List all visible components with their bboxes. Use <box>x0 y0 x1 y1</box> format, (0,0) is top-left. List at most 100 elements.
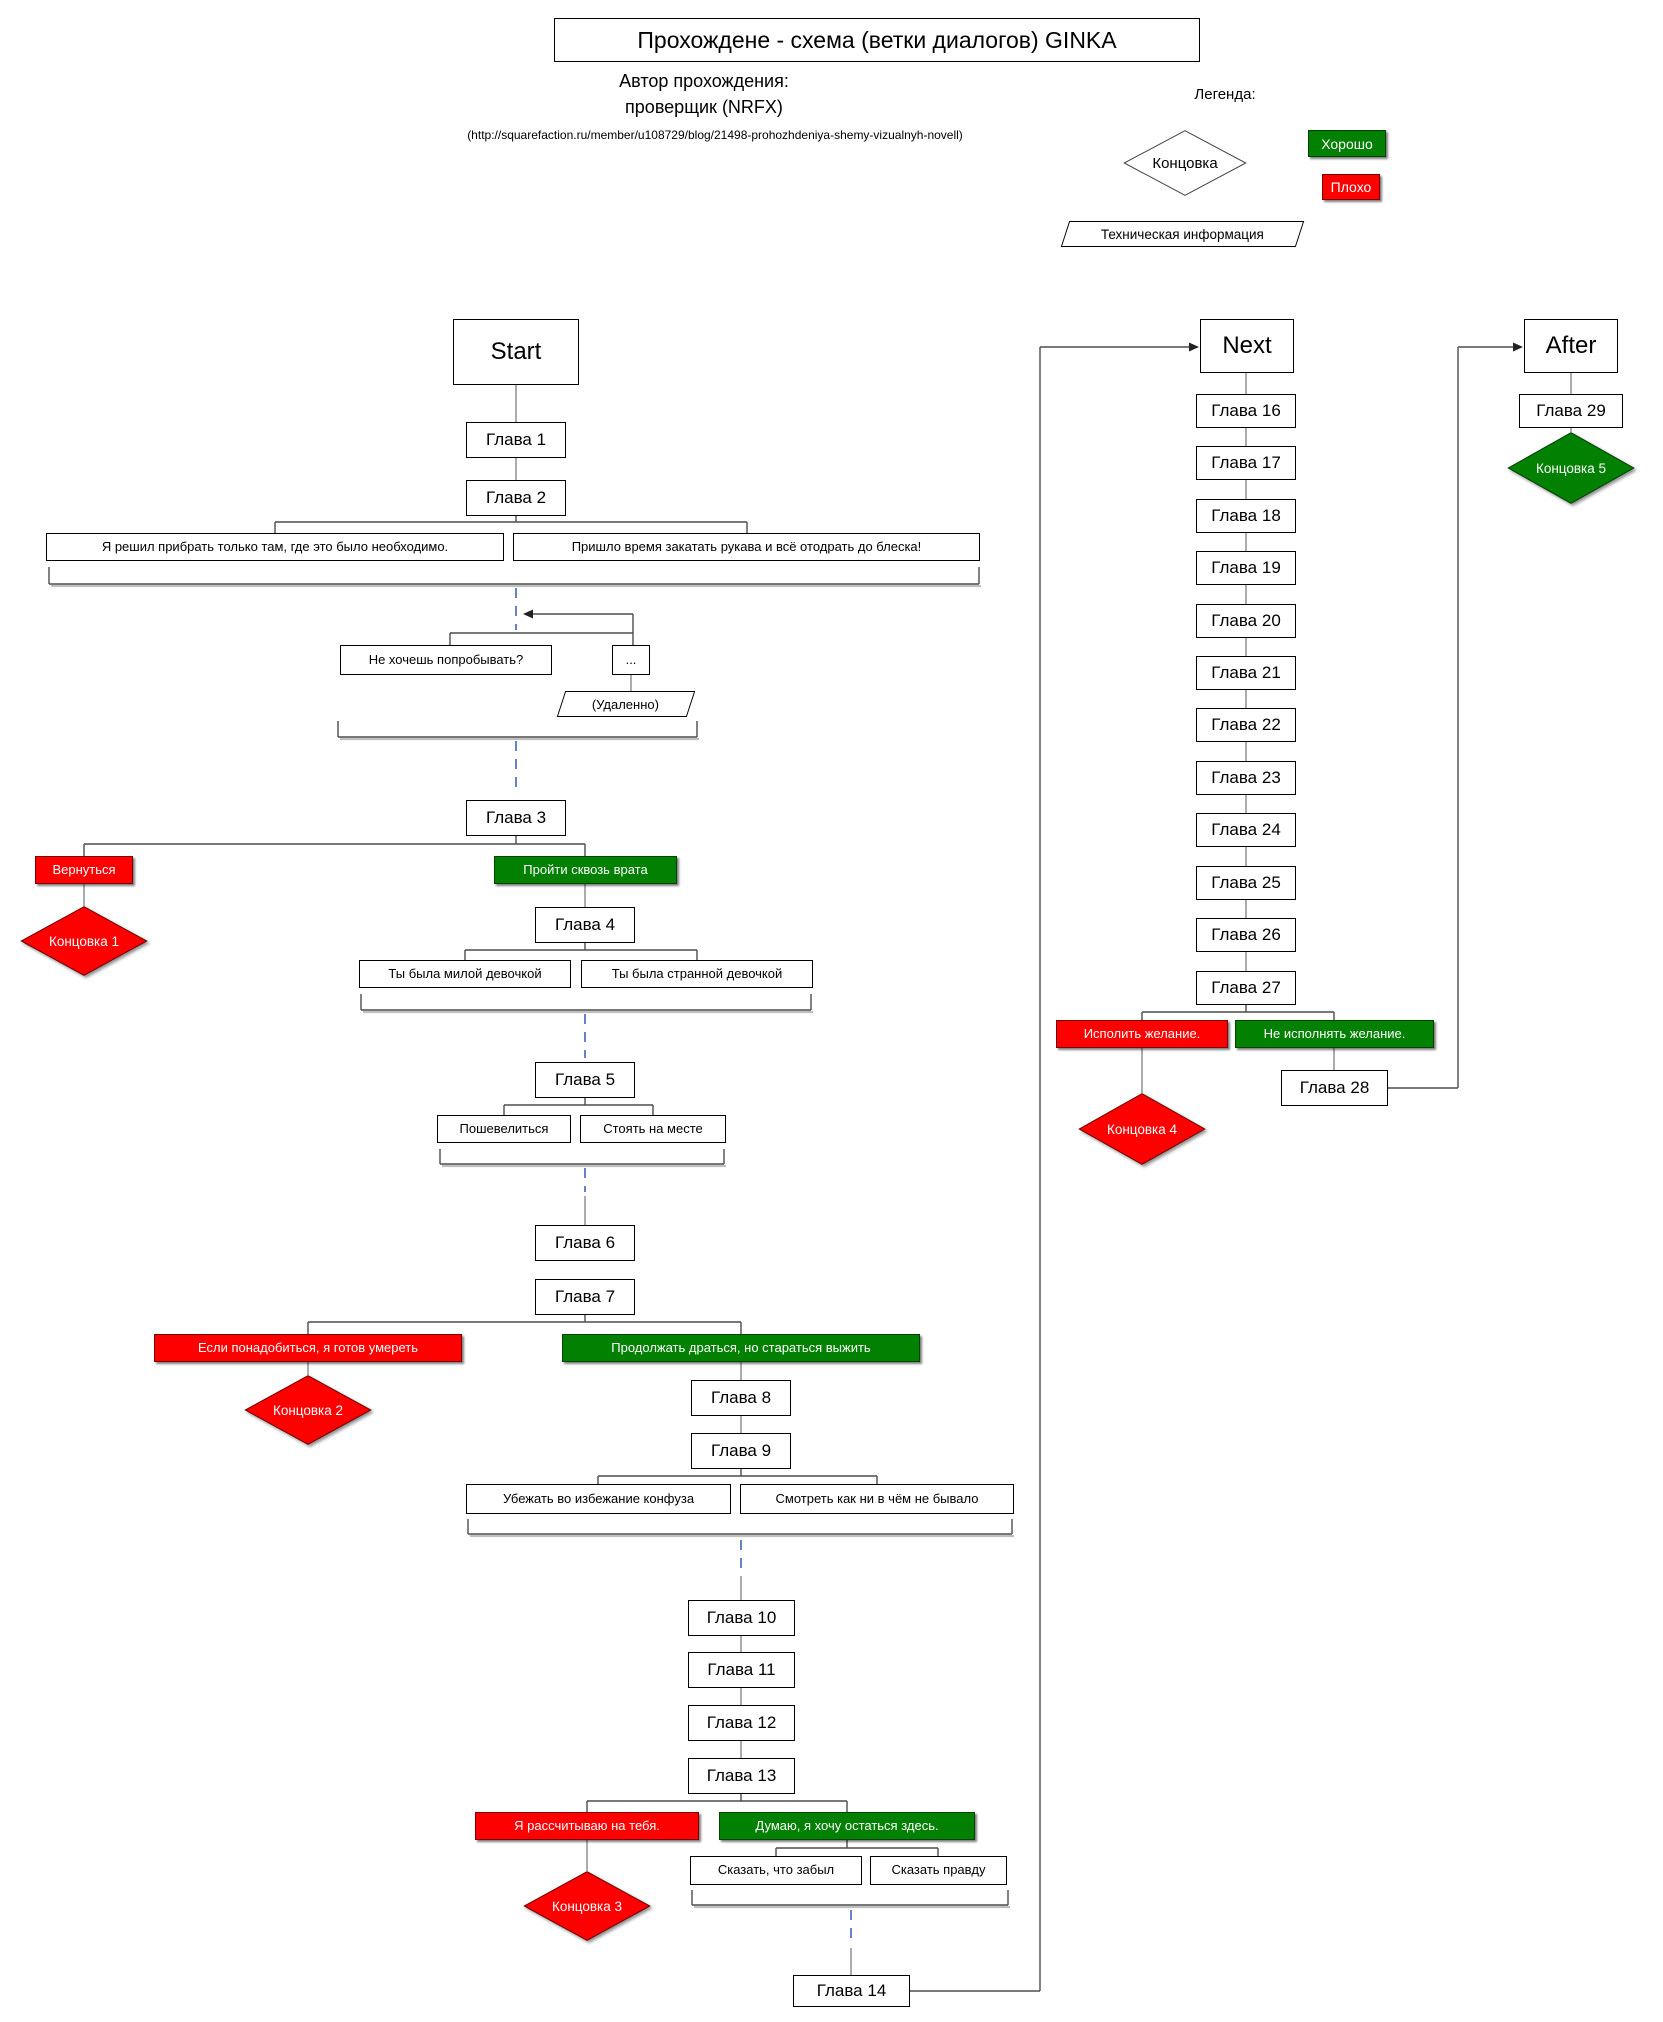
node-label: Продолжать драться, но стараться выжить <box>611 1339 871 1355</box>
node-label: Пришло время закатать рукава и всё отодр… <box>571 538 922 554</box>
node-ch4: Глава 4 <box>535 907 635 943</box>
node-label: Ты была странной девочкой <box>611 965 783 981</box>
node-label: Если понадобиться, я готов умереть <box>197 1339 419 1355</box>
legend-bad-box: Плохо <box>1322 174 1380 200</box>
node-c13b: Думаю, я хочу остаться здесь. <box>719 1812 975 1840</box>
legend-good-label: Хорошо <box>1321 135 1373 152</box>
legend-ending-diamond: Концовка <box>1123 130 1247 196</box>
node-ch16: Глава 16 <box>1196 394 1296 428</box>
node-label: Пошевелиться <box>459 1120 549 1136</box>
node-label: Глава 22 <box>1211 714 1281 734</box>
node-c9b: Смотреть как ни в чём не бывало <box>740 1484 1014 1514</box>
node-c4a: Ты была милой девочкой <box>359 960 571 988</box>
node-label: Глава 19 <box>1211 557 1281 577</box>
legend-bad-label: Плохо <box>1330 179 1372 195</box>
author-line-1: Автор прохождения: <box>619 71 789 91</box>
node-ch14: Глава 14 <box>793 1975 910 2007</box>
page-title: Прохождене - схема (ветки диалогов) GINK… <box>554 18 1200 62</box>
node-label: Глава 13 <box>706 1765 777 1785</box>
node-label: Глава 10 <box>706 1607 777 1627</box>
node-label: Глава 21 <box>1211 662 1281 682</box>
node-label: Исполить желание. <box>1083 1025 1201 1041</box>
node-ch8: Глава 8 <box>691 1380 791 1416</box>
node-c13b2: Сказать правду <box>870 1856 1007 1885</box>
node-label: Концовка 5 <box>1535 460 1607 476</box>
node-c5a: Пошевелиться <box>437 1115 571 1143</box>
node-label: Глава 6 <box>554 1232 616 1252</box>
node-start: Start <box>453 319 579 385</box>
node-label: Глава 18 <box>1211 505 1281 525</box>
node-end4: Концовка 4 <box>1078 1093 1206 1165</box>
node-ch27: Глава 27 <box>1196 971 1296 1005</box>
author-line-2: проверщик (NRFX) <box>625 97 783 118</box>
node-ch6: Глава 6 <box>535 1225 635 1261</box>
node-label: Глава 2 <box>485 487 547 507</box>
node-label: Глава 9 <box>710 1440 772 1460</box>
node-label: Глава 14 <box>816 1980 887 2000</box>
node-c2a: Я решил прибрать только там, где это был… <box>46 533 504 561</box>
node-label: Сказать, что забыл <box>717 1862 835 1878</box>
node-label: Глава 8 <box>710 1387 772 1407</box>
node-label: Глава 29 <box>1536 400 1606 420</box>
node-ch29: Глава 29 <box>1519 394 1623 428</box>
node-c7a: Если понадобиться, я готов умереть <box>154 1334 462 1362</box>
legend-ending-label: Концовка <box>1152 154 1218 172</box>
node-label: Глава 25 <box>1211 872 1281 892</box>
node-ch24: Глава 24 <box>1196 813 1296 847</box>
node-label: Глава 20 <box>1211 610 1281 630</box>
node-label: Стоять на месте <box>603 1120 703 1136</box>
node-end3: Концовка 3 <box>523 1871 651 1941</box>
node-ch17: Глава 17 <box>1196 446 1296 480</box>
node-c9a: Убежать во избежание конфуза <box>466 1484 731 1514</box>
node-label: Глава 11 <box>707 1659 776 1679</box>
node-ch1: Глава 1 <box>466 422 566 458</box>
node-ch5: Глава 5 <box>535 1062 635 1098</box>
node-label: Глава 3 <box>485 807 547 827</box>
node-ch3: Глава 3 <box>466 800 566 836</box>
node-ch23: Глава 23 <box>1196 761 1296 795</box>
node-label: Концовка 1 <box>48 933 120 949</box>
node-label: After <box>1545 331 1597 359</box>
node-label: Концовка 4 <box>1106 1121 1178 1137</box>
node-label: Глава 28 <box>1299 1077 1370 1097</box>
node-label: ... <box>625 651 637 667</box>
node-ch21: Глава 21 <box>1196 656 1296 690</box>
node-label: Глава 12 <box>706 1712 777 1732</box>
node-label: Концовка 3 <box>551 1898 623 1914</box>
node-label: Глава 1 <box>485 429 547 449</box>
node-label: (Удаленно) <box>592 696 660 712</box>
diamond-shape-icon <box>1078 1093 1206 1165</box>
node-ch20: Глава 20 <box>1196 604 1296 638</box>
node-c2b: Пришло время закатать рукава и всё отодр… <box>513 533 980 561</box>
node-ch11: Глава 11 <box>688 1652 795 1688</box>
node-label: Я рассчитываю на тебя. <box>514 1817 660 1833</box>
node-dots: ... <box>612 645 650 675</box>
node-label: Сказать правду <box>891 1862 986 1878</box>
diamond-shape-icon <box>244 1375 372 1445</box>
node-label: Глава 17 <box>1211 452 1281 472</box>
node-ch26: Глава 26 <box>1196 918 1296 952</box>
diamond-shape-icon <box>20 906 148 976</box>
node-c27b: Не исполнять желание. <box>1235 1020 1434 1048</box>
node-label: Глава 23 <box>1211 767 1281 787</box>
source-url: (http://squarefaction.ru/member/u108729/… <box>467 128 963 142</box>
node-ch22: Глава 22 <box>1196 708 1296 742</box>
author-block: Автор прохождения: проверщик (NRFX) <box>504 68 904 120</box>
node-label: Думаю, я хочу остаться здесь. <box>755 1817 939 1833</box>
node-label: Не хочешь попробывать? <box>368 651 524 667</box>
node-label: Пройти сквозь врата <box>523 861 648 877</box>
node-next: Next <box>1200 319 1294 373</box>
node-ch18: Глава 18 <box>1196 499 1296 533</box>
node-label: Next <box>1222 331 1272 359</box>
node-label: Глава 7 <box>554 1286 616 1306</box>
node-c7b: Продолжать драться, но стараться выжить <box>562 1334 920 1362</box>
node-ch10: Глава 10 <box>688 1600 795 1636</box>
node-ch7: Глава 7 <box>535 1279 635 1315</box>
node-after: After <box>1524 319 1618 373</box>
node-label: Смотреть как ни в чём не бывало <box>775 1490 979 1506</box>
node-label: Глава 4 <box>554 914 616 934</box>
node-end1: Концовка 1 <box>20 906 148 976</box>
node-label: Глава 16 <box>1211 400 1281 420</box>
